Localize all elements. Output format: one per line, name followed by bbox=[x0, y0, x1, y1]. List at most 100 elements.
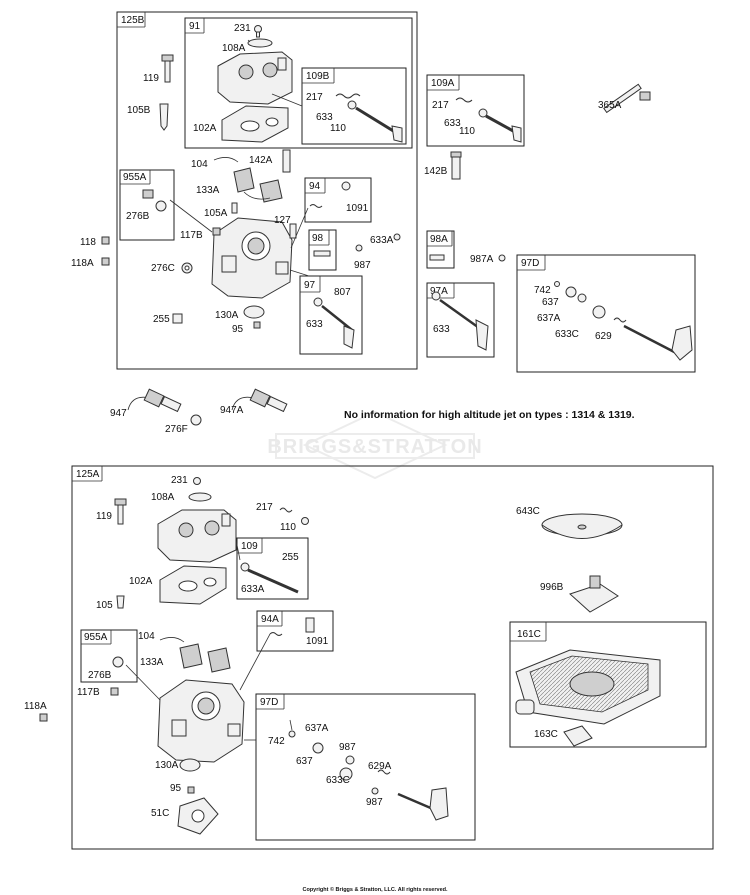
label-1091-bottom: 1091 bbox=[306, 636, 329, 647]
box-label-109A: 109A bbox=[431, 78, 455, 89]
box-125B bbox=[116, 11, 418, 370]
label-987-98: 987 bbox=[354, 260, 371, 271]
altitude-jet-note: No information for high altitude jet on … bbox=[344, 409, 635, 421]
label-276F: 276F bbox=[165, 424, 188, 435]
box-label-94: 94 bbox=[309, 181, 321, 192]
label-637A-bottom: 637A bbox=[305, 723, 329, 734]
label-633-97A: 633 bbox=[433, 324, 450, 335]
label-108A-top: 108A bbox=[222, 43, 246, 54]
label-987A: 987A bbox=[470, 254, 494, 265]
bottom-leaders bbox=[125, 539, 293, 741]
box-109 bbox=[236, 537, 309, 600]
label-217-bottom: 217 bbox=[256, 502, 273, 513]
label-104-bottom: 104 bbox=[138, 631, 155, 642]
label-276B-bottom: 276B bbox=[88, 670, 112, 681]
box-94A bbox=[256, 610, 334, 652]
label-996B: 996B bbox=[540, 582, 564, 593]
label-110-b: 110 bbox=[330, 123, 346, 134]
label-633A-top: 633A bbox=[370, 235, 394, 246]
copyright-text: Copyright © Briggs & Stratton, LLC. All … bbox=[302, 886, 448, 893]
box-161C bbox=[509, 621, 707, 748]
box-98A bbox=[426, 230, 455, 269]
box-label-955A-bottom: 955A bbox=[84, 632, 108, 643]
box-97A bbox=[426, 282, 495, 358]
box-97D-bottom bbox=[255, 693, 476, 841]
label-637A-top: 637A bbox=[537, 313, 561, 324]
box-955A-bottom bbox=[80, 629, 138, 683]
label-118: 118 bbox=[80, 237, 96, 248]
label-637-bottom: 637 bbox=[296, 756, 313, 767]
label-119-bottom: 119 bbox=[96, 511, 112, 522]
label-51C: 51C bbox=[151, 808, 169, 819]
label-987-bottom-2: 987 bbox=[366, 797, 383, 808]
label-947: 947 bbox=[110, 408, 127, 419]
box-label-98A: 98A bbox=[430, 234, 448, 245]
label-119-top: 119 bbox=[143, 73, 159, 84]
label-142A: 142A bbox=[249, 155, 273, 166]
box-label-125A: 125A bbox=[76, 469, 100, 480]
bottom-parts bbox=[39, 477, 661, 835]
brand-watermark: BRIGGS&STRATTON bbox=[267, 410, 482, 480]
label-133A-bottom: 133A bbox=[140, 657, 164, 668]
label-231-bottom: 231 bbox=[171, 475, 188, 486]
label-130A-top: 130A bbox=[215, 310, 239, 321]
label-110-a: 110 bbox=[459, 126, 475, 137]
label-629: 629 bbox=[595, 331, 612, 342]
label-133A-top: 133A bbox=[196, 185, 220, 196]
label-987-bottom-1: 987 bbox=[339, 742, 356, 753]
label-629A: 629A bbox=[368, 761, 392, 772]
box-97 bbox=[299, 275, 363, 355]
label-117B-bottom: 117B bbox=[77, 687, 100, 698]
box-label-94A: 94A bbox=[261, 614, 279, 625]
label-117B-top: 117B bbox=[180, 230, 203, 241]
box-label-97: 97 bbox=[304, 280, 316, 291]
label-118A-bottom: 118A bbox=[24, 701, 47, 712]
box-label-161C: 161C bbox=[517, 629, 541, 640]
label-105: 105 bbox=[96, 600, 113, 611]
top-labels: 231 108A 119 105B 102A 217 633 110 217 6… bbox=[71, 23, 622, 435]
label-365A: 365A bbox=[598, 100, 622, 111]
box-109A bbox=[426, 74, 525, 147]
box-label-97D-bottom: 97D bbox=[260, 697, 278, 708]
label-255-top: 255 bbox=[153, 314, 170, 325]
label-217-a: 217 bbox=[432, 100, 449, 111]
label-633-97: 633 bbox=[306, 319, 323, 330]
watermark-text: BRIGGS&STRATTON bbox=[267, 436, 482, 458]
label-742-top: 742 bbox=[534, 285, 551, 296]
label-255-bottom: 255 bbox=[282, 552, 299, 563]
label-633A-bottom: 633A bbox=[241, 584, 265, 595]
label-633-a: 633 bbox=[444, 118, 461, 129]
label-637-top: 637 bbox=[542, 297, 559, 308]
box-label-109: 109 bbox=[241, 541, 258, 552]
label-102A-bottom: 102A bbox=[129, 576, 153, 587]
label-104-top: 104 bbox=[191, 159, 208, 170]
box-label-98: 98 bbox=[312, 233, 324, 244]
label-231-top: 231 bbox=[234, 23, 251, 34]
label-633-b: 633 bbox=[316, 112, 333, 123]
label-217-b: 217 bbox=[306, 92, 323, 103]
box-97D-top bbox=[516, 254, 696, 373]
box-label-125B: 125B bbox=[121, 15, 145, 26]
box-label-109B: 109B bbox=[306, 71, 330, 82]
bottom-labels: 231 108A 119 217 110 255 633A 102A 105 1… bbox=[24, 475, 564, 819]
box-98 bbox=[308, 229, 337, 271]
box-955A-top bbox=[119, 169, 175, 241]
label-110-bottom: 110 bbox=[280, 522, 296, 533]
label-807: 807 bbox=[334, 287, 351, 298]
label-643C: 643C bbox=[516, 506, 540, 517]
label-108A-bottom: 108A bbox=[151, 492, 175, 503]
label-947A: 947A bbox=[220, 405, 244, 416]
box-91 bbox=[184, 17, 413, 149]
box-label-91: 91 bbox=[189, 21, 201, 32]
label-742-bottom: 742 bbox=[268, 736, 285, 747]
label-633C-bottom: 633C bbox=[326, 775, 350, 786]
label-127: 127 bbox=[274, 215, 291, 226]
box-label-955A-top: 955A bbox=[123, 172, 147, 183]
label-1091-top: 1091 bbox=[346, 203, 369, 214]
label-276C: 276C bbox=[151, 263, 175, 274]
label-163C: 163C bbox=[534, 729, 558, 740]
label-633C-top: 633C bbox=[555, 329, 579, 340]
box-label-97D-top: 97D bbox=[521, 258, 539, 269]
label-105A: 105A bbox=[204, 208, 228, 219]
